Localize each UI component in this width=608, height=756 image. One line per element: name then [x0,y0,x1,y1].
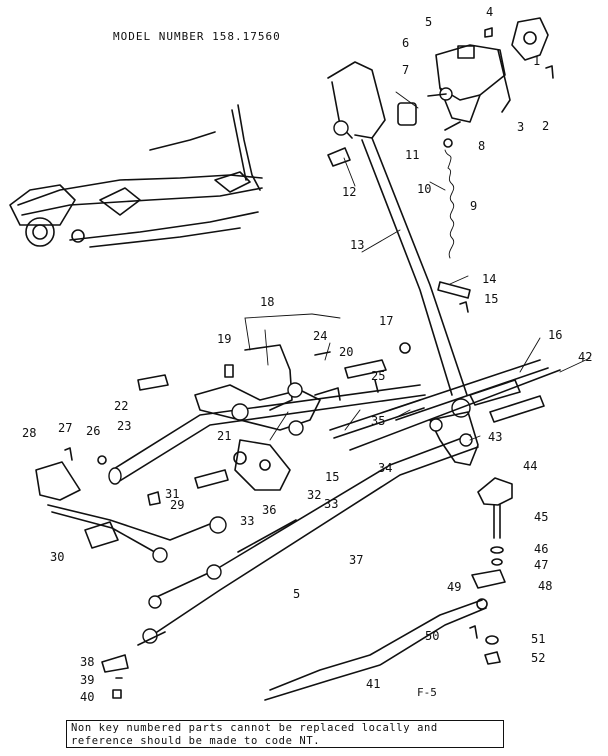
callout-48: 48 [538,579,553,593]
callout-50: 50 [425,629,440,643]
link-37 [137,434,479,646]
callout-42: 42 [578,350,593,364]
callout-11: 11 [405,148,420,162]
inset-assembly-view [9,104,263,248]
link-41 [264,598,488,701]
callout-44: 44 [523,459,538,473]
part-38 [101,654,129,673]
callout-21: 21 [217,429,232,443]
model-number-title: MODEL NUMBER 158.17560 [113,30,281,43]
callout-43: 43 [488,430,503,444]
callout-18: 18 [260,295,275,309]
callout-26: 26 [86,424,101,438]
part-52 [484,651,501,665]
part-24 [314,351,331,356]
callout-41: 41 [366,677,381,691]
callout-24: 24 [313,329,328,343]
callout-30: 30 [50,550,65,564]
link-14 [437,281,471,299]
part-27 [64,447,73,461]
callout-3: 3 [517,120,525,134]
bracket-43 [429,411,479,466]
part-51 [485,635,499,645]
callout-38: 38 [80,655,95,669]
callout-33b: 33 [324,497,339,511]
part-26 [97,455,107,465]
callout-51: 51 [531,632,546,646]
callout-12: 12 [342,185,357,199]
part-17 [399,342,411,354]
callout-47: 47 [534,558,549,572]
callout-28: 28 [22,426,37,440]
bracket-assembly [397,17,554,131]
callout-49: 49 [447,580,462,594]
leader-lines [244,91,591,441]
callout-37: 37 [349,553,364,567]
callout-8: 8 [478,139,486,153]
callout-36: 36 [262,503,277,517]
part-31 [194,469,229,489]
callout-46: 46 [534,542,549,556]
callout-23: 23 [117,419,132,433]
part-40 [112,689,122,699]
callout-19: 19 [217,332,232,346]
rock-shaft-23 [108,384,426,485]
rod-36 [237,519,297,553]
callout-15b: 15 [325,470,340,484]
callout-9: 9 [470,199,478,213]
part-19 [224,364,234,378]
callout-45: 45 [534,510,549,524]
callout-39: 39 [80,673,95,687]
callout-25: 25 [371,369,386,383]
bracket-18 [194,344,341,491]
callout-29: 29 [170,498,185,512]
screw-15 [459,301,469,313]
callout-31: 31 [165,487,180,501]
figure-label: F-5 [417,686,437,699]
callout-1: 1 [533,54,541,68]
callout-34: 34 [378,461,393,475]
callout-15: 15 [484,292,499,306]
part-22 [137,374,169,391]
spring-10 [443,138,455,259]
callout-7: 7 [402,63,410,77]
part-50 [469,625,478,639]
callout-32: 32 [307,488,322,502]
callout-14: 14 [482,272,497,286]
part-20 [344,359,387,379]
callout-16: 16 [548,328,563,342]
callout-5b: 5 [293,587,301,601]
footnote-box: Non key numbered parts cannot be replace… [66,720,504,748]
callout-33a: 33 [240,514,255,528]
callout-27: 27 [58,421,73,435]
callout-22: 22 [114,399,129,413]
arm-48 [471,569,506,589]
part-29 [147,491,161,506]
knob-45 [477,477,513,566]
part-25 [374,379,379,393]
callout-5: 5 [425,15,433,29]
callout-20: 20 [339,345,354,359]
callout-35: 35 [371,414,386,428]
callout-6: 6 [402,36,410,50]
callout-10: 10 [417,182,432,196]
callout-52: 52 [531,651,546,665]
callout-2: 2 [542,119,550,133]
callout-4: 4 [486,5,494,19]
callout-40: 40 [80,690,95,704]
callout-13: 13 [350,238,365,252]
callout-17: 17 [379,314,394,328]
lever-30 [35,461,227,563]
